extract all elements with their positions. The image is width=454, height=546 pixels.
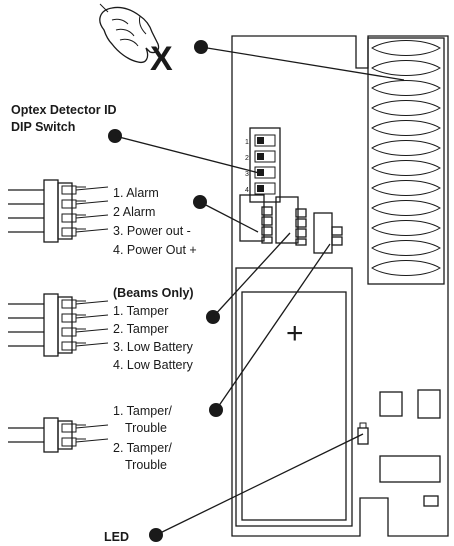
plug-housing: [43, 293, 59, 357]
component-rectangle: [379, 455, 441, 483]
connector2-item-3: 3. Low Battery: [113, 340, 194, 354]
connector2-item-2: 2. Tamper: [113, 322, 168, 336]
spring-coil: [371, 100, 441, 116]
battery-plus: +: [286, 317, 304, 350]
x-mark: X: [150, 40, 173, 78]
plug-lead: [75, 186, 109, 191]
board-header-1: [239, 194, 273, 244]
plug-lead: [75, 342, 109, 347]
plug-body: [57, 296, 73, 354]
connector1-item-3: 3. Power out -: [113, 224, 191, 238]
board-header-2: [275, 196, 307, 246]
connector1-item-4: 4. Power Out +: [113, 243, 197, 257]
dip-switch-toggle: [257, 169, 264, 176]
dip-switch-toggle: [257, 185, 264, 192]
spring: [367, 37, 445, 285]
spring-coil: [371, 40, 441, 56]
connector-plug-2: [8, 293, 109, 357]
connector1-item-1: 1. Alarm: [113, 186, 159, 200]
component-small: [423, 495, 439, 507]
spring-coil: [371, 240, 441, 256]
plug-housing: [43, 179, 59, 243]
component-square-right: [417, 389, 441, 419]
plug-pin: [61, 199, 77, 209]
plug-lead: [75, 438, 109, 443]
spring-coil: [371, 220, 441, 236]
dip-switch-number: 1: [245, 139, 249, 146]
connector3-item-1: 1. Tamper/: [113, 404, 172, 418]
connector2-heading: (Beams Only): [113, 286, 194, 300]
spring-coil: [371, 260, 441, 276]
spring-coil: [371, 60, 441, 76]
spring-coil: [371, 120, 441, 136]
dip-switch-slot: [254, 134, 276, 147]
dip-switch-title-line1: Optex Detector ID: [11, 103, 117, 117]
plug-lead: [75, 300, 109, 305]
leader-connector-2: [206, 232, 291, 324]
plug-body: [57, 182, 73, 240]
battery: +: [235, 267, 353, 527]
plug-lead: [75, 214, 109, 219]
leader-connector-3: [209, 243, 331, 417]
plug-lead: [75, 314, 109, 319]
plug-housing: [43, 417, 59, 453]
dip-switch-slot: [254, 182, 276, 195]
leader-connector-1: [193, 195, 259, 233]
dip-switch-number: 2: [245, 155, 249, 162]
dip-switch-slot: [254, 150, 276, 163]
connector3-item-3: 2. Tamper/: [113, 441, 172, 455]
plug-pin: [61, 437, 77, 447]
plug-lead: [75, 424, 109, 429]
connector3-item-2: Trouble: [125, 421, 167, 435]
plug-pin: [61, 213, 77, 223]
led-label: LED: [104, 530, 129, 544]
dip-switch-toggle: [257, 153, 264, 160]
connector-plug-1: [8, 179, 109, 243]
dip-switch-number: 4: [245, 187, 249, 194]
connector2-item-4: 4. Low Battery: [113, 358, 194, 372]
plug-pin: [61, 185, 77, 195]
plug-pin: [61, 299, 77, 309]
leader-led: [149, 433, 364, 542]
dip-switch-number: 3: [245, 171, 249, 178]
dip-switch-title-line2: DIP Switch: [11, 120, 75, 134]
plug-pin: [61, 313, 77, 323]
circuit-board: [231, 35, 449, 537]
spring-outline: [367, 37, 445, 285]
hand-icon: [99, 3, 160, 64]
connector3-item-4: Trouble: [125, 458, 167, 472]
plug-pin: [61, 341, 77, 351]
plug-lead: [75, 328, 109, 333]
plug-lead: [75, 200, 109, 205]
component-square-left: [379, 391, 403, 417]
leader-x: [194, 40, 405, 81]
board-header-3: [313, 212, 343, 254]
leader-dip-switch: [108, 129, 264, 175]
plug-pin: [61, 327, 77, 337]
connector-plug-3: [8, 417, 109, 453]
spring-coil: [371, 200, 441, 216]
plug-pin: [61, 227, 77, 237]
spring-coil: [371, 180, 441, 196]
spring-coil: [371, 160, 441, 176]
plug-pin: [61, 423, 77, 433]
plug-lead: [75, 228, 109, 233]
connector2-item-1: 1. Tamper: [113, 304, 168, 318]
led-cap: [359, 422, 367, 429]
dip-switch: 1 2 3 4: [245, 127, 281, 203]
dip-switch-toggle: [257, 137, 264, 144]
connector1-item-2: 2 Alarm: [113, 205, 155, 219]
plug-body: [57, 420, 73, 450]
spring-coil: [371, 80, 441, 96]
spring-coil: [371, 140, 441, 156]
